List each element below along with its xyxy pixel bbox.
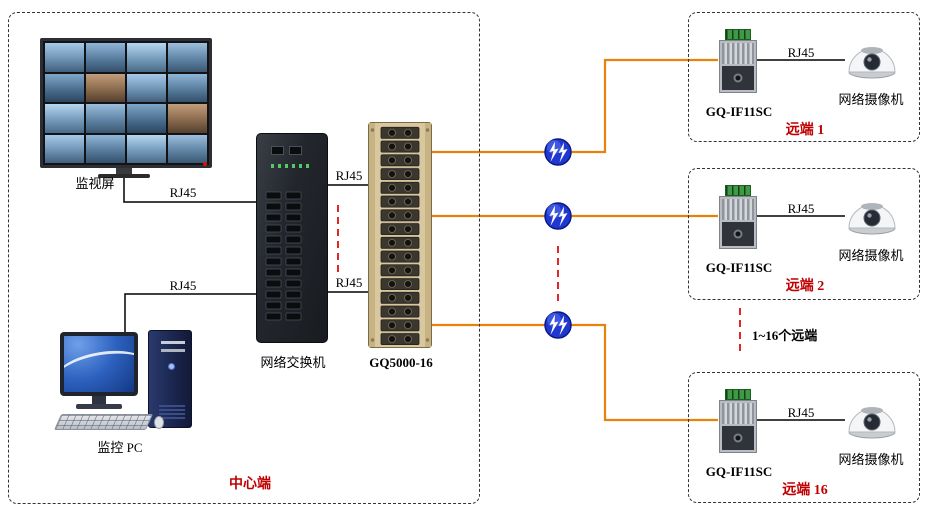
wall-cell [168,134,207,163]
converter-body [719,196,757,249]
converter-front-panel [722,426,754,450]
rj45-label-pc: RJ45 [169,278,197,293]
monitor-stand-neck [92,396,106,404]
wire-pc-to-switch [124,293,256,333]
rj45-label-remote: RJ45 [787,405,815,420]
mouse [154,416,164,429]
keyboard [54,414,154,430]
video-wall [40,38,212,168]
drive-bay [161,341,185,344]
wire-monitor-to-switch [123,175,256,203]
network-switch [256,133,328,343]
camera-label: 网络摄像机 [838,248,904,263]
fiber-transceiver-icon [544,202,572,230]
wall-cell [127,43,166,72]
remote-range-label: 1~16个远端 [752,328,818,343]
converter-label: GQ-IF11SC [705,464,773,479]
drive-bay [161,349,185,352]
uplink-port [271,146,284,155]
wall-cell [45,104,84,133]
tower-vents [159,405,185,419]
center-group-box [8,12,480,504]
pc-screen [64,336,134,392]
chassis-graphic [368,122,432,348]
camera-label: 网络摄像机 [838,92,904,107]
dome-camera [846,401,898,439]
pc-monitor [60,332,138,396]
dome-camera [846,41,898,79]
rj45-label-chassis-top: RJ45 [335,168,363,183]
converter-front-panel [722,222,754,246]
remote-name-label: 远端 2 [785,279,825,294]
dome-camera [846,197,898,235]
wall-cell [86,104,125,133]
remote-box-2: RJ45 GQ-IF11SC 网络摄像机 远端 2 [688,168,920,300]
switch-label: 网络交换机 [260,355,326,370]
wall-cell [127,73,166,102]
wall-cell [168,73,207,102]
chassis-label: GQ5000-16 [369,355,433,370]
wall-stand-neck [116,168,132,175]
wall-cell [45,134,84,163]
monitor-wall-label: 监视屏 [75,176,115,191]
heatsink-fins [722,43,754,64]
switch-port-grid [264,190,304,322]
wall-cell [86,134,125,163]
wall-cell [45,73,84,102]
converter-label: GQ-IF11SC [705,260,773,275]
gq5000-chassis [368,122,432,348]
terminal-block [725,389,751,400]
remote-box-1: RJ45 GQ-IF11SC 网络摄像机 远端 1 [688,12,920,142]
converter-body [719,40,757,93]
rj45-label-monitor: RJ45 [169,185,197,200]
wall-cell [45,43,84,72]
fiber-link-16 [432,323,718,422]
media-converter [719,185,757,249]
remote-name-label: 远端 16 [782,483,828,498]
heatsink-fins [722,403,754,424]
monitor-stand-base [76,404,122,409]
remote-box-16: RJ45 GQ-IF11SC 网络摄像机 远端 16 [688,372,920,503]
rj45-label-remote: RJ45 [787,45,815,60]
uplink-port [289,146,302,155]
converter-label: GQ-IF11SC [705,104,773,119]
heatsink-fins [722,199,754,220]
wall-cell [127,134,166,163]
center-group-label: 中心端 [229,477,271,492]
rj45-label-remote: RJ45 [787,201,815,216]
terminal-block [725,185,751,196]
wall-cell [86,43,125,72]
wall-cell [86,73,125,102]
power-button [168,363,175,370]
wall-cell [168,43,207,72]
fiber-port [733,229,743,239]
uplink-ports [271,146,302,155]
power-led [203,162,207,166]
wall-cell [168,104,207,133]
fiber-port [733,73,743,83]
monitoring-pc [52,328,192,434]
fiber-transceiver-icon [544,138,572,166]
converter-front-panel [722,66,754,90]
fiber-link-1 [432,58,718,154]
terminal-block [725,29,751,40]
fiber-port [733,433,743,443]
wall-cell [127,104,166,133]
wall-stand-base [98,174,150,178]
media-converter [719,29,757,93]
pc-label: 监控 PC [97,440,143,455]
pc-tower [148,330,192,428]
rj45-label-chassis-bottom: RJ45 [335,275,363,290]
camera-label: 网络摄像机 [838,452,904,467]
remote-name-label: 远端 1 [785,123,825,138]
converter-body [719,400,757,453]
media-converter [719,389,757,453]
fiber-transceiver-icon [544,311,572,339]
status-leds [271,164,313,168]
